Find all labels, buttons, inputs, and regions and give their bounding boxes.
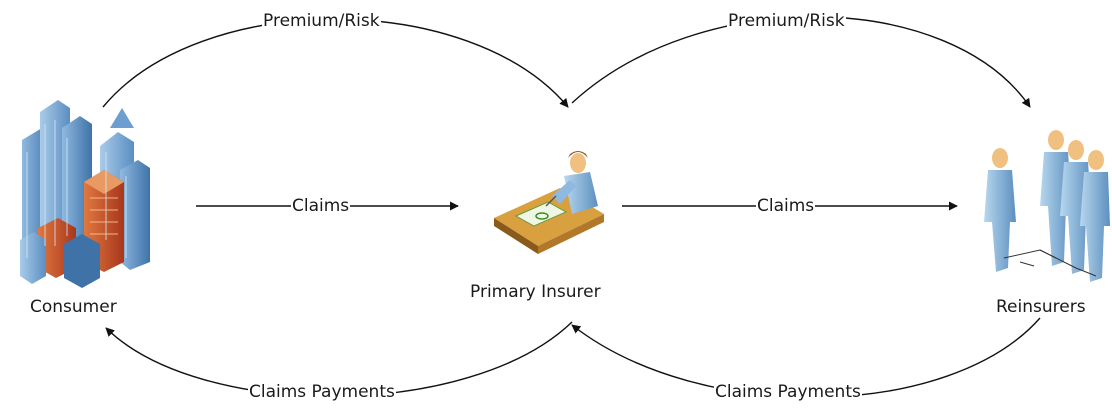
claims-left-label: Claims [291, 196, 351, 216]
claims-right-label: Claims [756, 196, 816, 216]
premium-risk-left-arc [102, 18, 569, 108]
claims-payments-left-label: Claims Payments [248, 382, 396, 402]
premium-risk-left-label: Premium/Risk [262, 11, 381, 31]
person-at-desk-icon [494, 151, 604, 254]
claims-payments-right-label: Claims Payments [714, 382, 862, 402]
group-of-people-icon [984, 130, 1110, 282]
primary-insurer-label: Primary Insurer [470, 282, 601, 302]
consumer-label: Consumer [30, 297, 117, 317]
city-buildings-icon [20, 100, 150, 288]
reinsurers-label: Reinsurers [996, 297, 1086, 317]
premium-risk-right-label: Premium/Risk [727, 11, 846, 31]
